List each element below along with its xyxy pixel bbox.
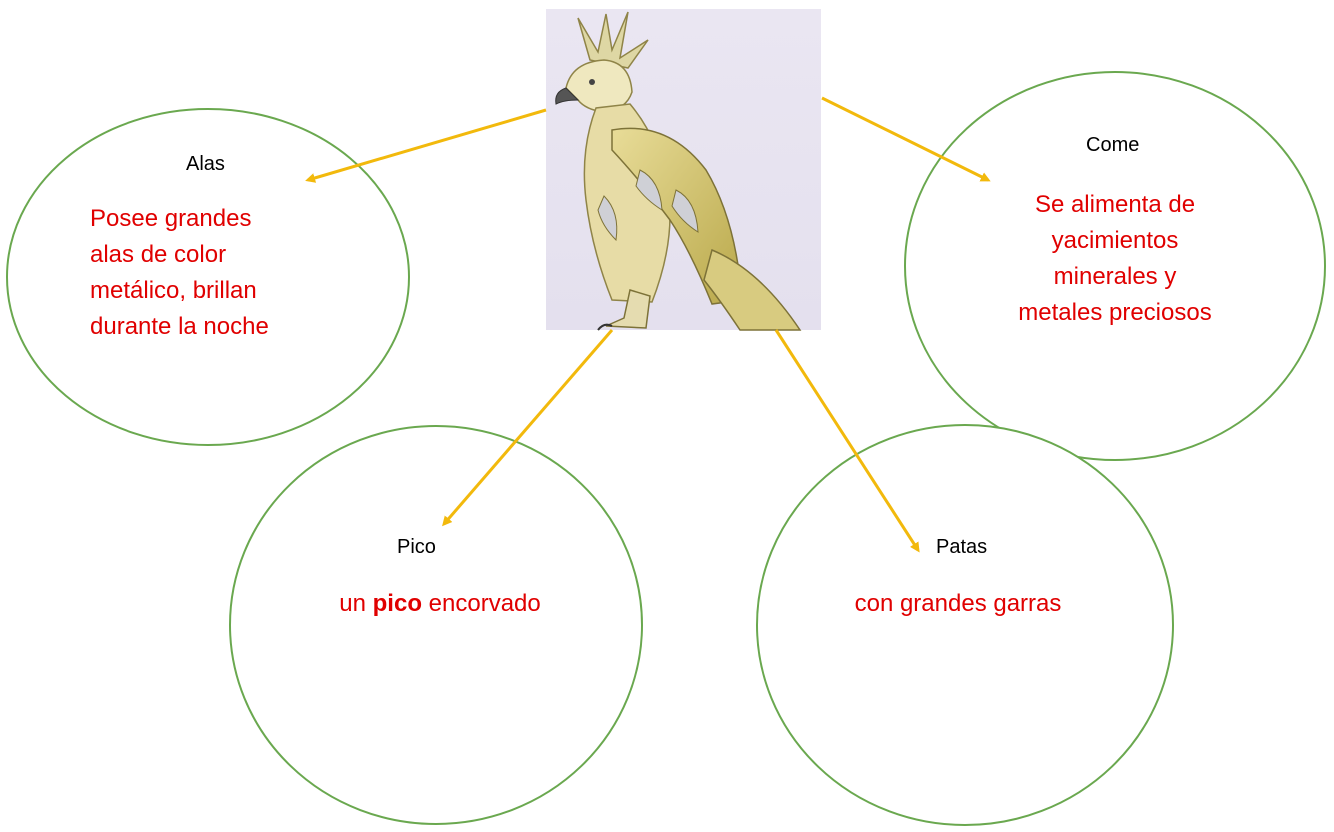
pico-title: Pico xyxy=(397,536,436,558)
pico-body-pre: un xyxy=(339,590,372,617)
alas-line-3: metálico, brillan xyxy=(90,277,257,304)
pico-body-post: encorvado xyxy=(422,590,541,617)
come-line-2: yacimientos xyxy=(1052,227,1179,254)
alas-title: Alas xyxy=(186,153,225,175)
pico-node-ellipse xyxy=(229,425,643,825)
arrow-to-come xyxy=(821,96,991,182)
come-node-ellipse xyxy=(904,71,1326,461)
bird-illustration-image xyxy=(546,9,821,331)
alas-line-2: alas de color xyxy=(90,241,226,268)
patas-line-1: con grandes garras xyxy=(855,590,1062,617)
come-line-3: minerales y xyxy=(1054,263,1177,290)
come-title: Come xyxy=(1086,134,1139,156)
alas-line-4: durante la noche xyxy=(90,313,269,340)
come-line-4: metales preciosos xyxy=(1018,299,1211,326)
arrow-to-alas xyxy=(305,108,547,183)
alas-line-1: Posee grandes xyxy=(90,205,251,232)
come-line-1: Se alimenta de xyxy=(1035,191,1195,218)
arrow-to-pico xyxy=(442,329,614,527)
patas-title: Patas xyxy=(936,536,987,558)
pico-body-bold: pico xyxy=(373,590,422,617)
alas-node-ellipse xyxy=(6,108,410,446)
patas-node-ellipse xyxy=(756,424,1174,826)
pico-body: un pico encorvado xyxy=(339,590,540,617)
arrow-to-patas xyxy=(774,329,920,553)
